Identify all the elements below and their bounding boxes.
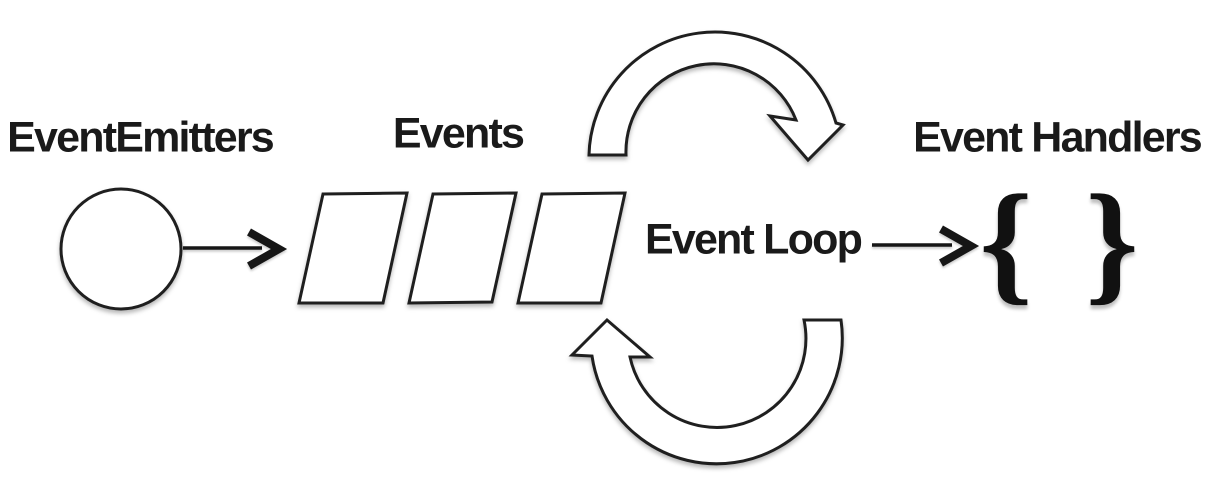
event-loop-top-curved-arrow-icon	[587, 30, 846, 163]
handler-close-brace-icon: }	[1085, 168, 1139, 318]
event-emitter-circle-icon	[59, 187, 183, 311]
event-parallelogram-3-icon	[516, 191, 627, 305]
event-loop-bottom-curved-arrow-icon	[568, 317, 844, 466]
emitter-to-events-arrow-head-icon	[247, 228, 288, 270]
event-handlers-label: Event Handlers	[913, 113, 1203, 162]
handler-open-brace-icon: {	[979, 168, 1033, 318]
event-loop-label: Event Loop	[644, 215, 863, 264]
events-label: Events	[392, 109, 525, 158]
event-parallelogram-1-icon	[297, 191, 409, 305]
loop-to-handlers-arrow-head-icon	[939, 225, 980, 267]
event-parallelogram-2-icon	[407, 191, 518, 305]
event-emitters-label: EventEmitters	[7, 113, 275, 162]
